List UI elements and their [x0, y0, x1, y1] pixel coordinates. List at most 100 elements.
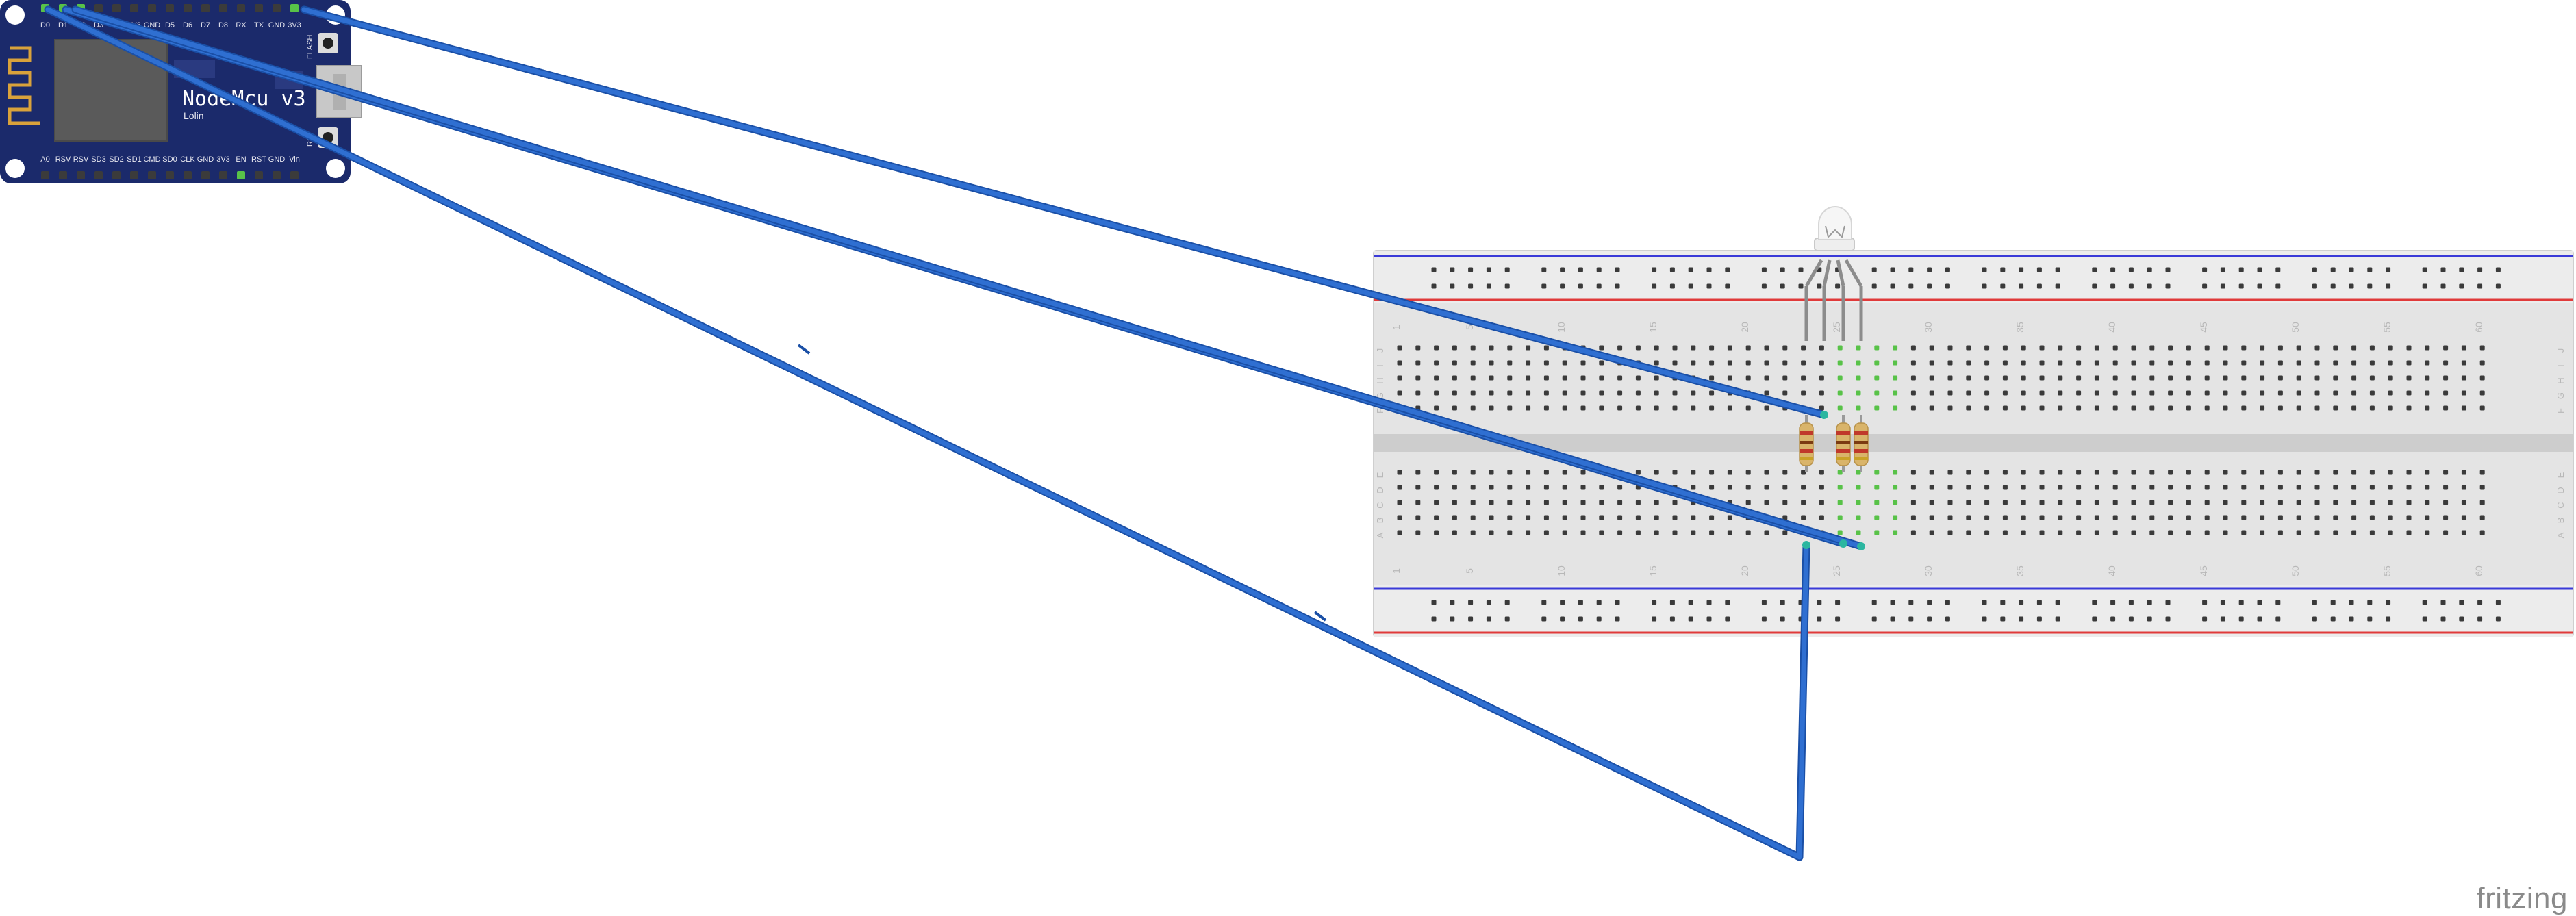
- breadboard-hole[interactable]: [2002, 500, 2008, 505]
- breadboard-hole[interactable]: [2094, 515, 2099, 520]
- rail-hole[interactable]: [2036, 616, 2042, 622]
- rail-hole[interactable]: [2330, 600, 2336, 605]
- rail-hole[interactable]: [1706, 616, 1712, 622]
- breadboard-hole[interactable]: [1745, 470, 1751, 475]
- breadboard-hole[interactable]: [1543, 345, 1549, 351]
- breadboard-hole[interactable]: [1489, 500, 1494, 505]
- breadboard-hole[interactable]: [1910, 375, 1916, 381]
- rail-hole[interactable]: [2238, 600, 2244, 605]
- breadboard-hole[interactable]: [2333, 360, 2338, 366]
- breadboard-hole[interactable]: [2131, 530, 2136, 535]
- breadboard-hole[interactable]: [1947, 500, 1953, 505]
- breadboard-hole[interactable]: [2241, 360, 2247, 366]
- breadboard-hole[interactable]: [2296, 515, 2301, 520]
- breadboard-hole[interactable]: [1617, 485, 1623, 490]
- breadboard-hole[interactable]: [2388, 530, 2393, 535]
- breadboard-hole[interactable]: [1727, 530, 1732, 535]
- header-pin[interactable]: [219, 171, 227, 179]
- breadboard-hole[interactable]: [1599, 390, 1604, 396]
- breadboard-hole[interactable]: [2388, 405, 2393, 411]
- breadboard-hole[interactable]: [2112, 345, 2118, 351]
- breadboard-hole[interactable]: [1397, 345, 1402, 351]
- breadboard-hole[interactable]: [1507, 530, 1513, 535]
- header-pin[interactable]: [255, 4, 263, 12]
- breadboard-hole[interactable]: [2314, 500, 2320, 505]
- breadboard-hole[interactable]: [2241, 390, 2247, 396]
- breadboard-hole[interactable]: [1434, 375, 1439, 381]
- breadboard-hole[interactable]: [2406, 485, 2412, 490]
- rail-hole[interactable]: [2312, 283, 2317, 289]
- rail-hole[interactable]: [1596, 267, 1602, 272]
- breadboard-hole[interactable]: [1543, 375, 1549, 381]
- breadboard-hole[interactable]: [2094, 360, 2099, 366]
- breadboard-hole[interactable]: [2333, 530, 2338, 535]
- breadboard-hole[interactable]: [2112, 530, 2118, 535]
- breadboard-hole[interactable]: [2296, 390, 2301, 396]
- breadboard-hole[interactable]: [2277, 360, 2283, 366]
- breadboard-hole[interactable]: [2443, 390, 2449, 396]
- breadboard-hole[interactable]: [2039, 470, 2045, 475]
- rail-hole[interactable]: [2238, 267, 2244, 272]
- breadboard-hole[interactable]: [2443, 485, 2449, 490]
- breadboard-hole[interactable]: [2277, 470, 2283, 475]
- breadboard-hole[interactable]: [1691, 390, 1696, 396]
- breadboard-hole[interactable]: [1929, 470, 1934, 475]
- breadboard-hole[interactable]: [1709, 390, 1715, 396]
- breadboard-hole[interactable]: [1452, 390, 1457, 396]
- breadboard-hole[interactable]: [1856, 345, 1861, 351]
- breadboard-hole[interactable]: [1837, 485, 1843, 490]
- breadboard-hole[interactable]: [2333, 345, 2338, 351]
- rail-hole[interactable]: [2312, 600, 2317, 605]
- breadboard-hole[interactable]: [2094, 500, 2099, 505]
- header-pin[interactable]: [130, 171, 138, 179]
- breadboard-hole[interactable]: [1434, 530, 1439, 535]
- breadboard-hole[interactable]: [1856, 360, 1861, 366]
- breadboard-hole[interactable]: [2149, 530, 2155, 535]
- breadboard-hole[interactable]: [2168, 405, 2173, 411]
- rail-hole[interactable]: [1450, 283, 1455, 289]
- breadboard-hole[interactable]: [1966, 390, 1971, 396]
- breadboard-hole[interactable]: [2314, 375, 2320, 381]
- rail-hole[interactable]: [1669, 616, 1675, 622]
- rail-hole[interactable]: [1596, 283, 1602, 289]
- breadboard-hole[interactable]: [2241, 405, 2247, 411]
- breadboard-hole[interactable]: [2204, 405, 2210, 411]
- rail-hole[interactable]: [1431, 600, 1437, 605]
- breadboard-hole[interactable]: [1507, 470, 1513, 475]
- rail-hole[interactable]: [2110, 600, 2116, 605]
- breadboard-hole[interactable]: [1874, 375, 1880, 381]
- rail-hole[interactable]: [2349, 616, 2354, 622]
- header-pin[interactable]: [77, 171, 85, 179]
- rail-hole[interactable]: [2386, 267, 2391, 272]
- breadboard-hole[interactable]: [2241, 345, 2247, 351]
- rail-hole[interactable]: [2147, 267, 2152, 272]
- breadboard-hole[interactable]: [2223, 345, 2228, 351]
- rail-hole[interactable]: [1890, 283, 1895, 289]
- breadboard-hole[interactable]: [1745, 375, 1751, 381]
- breadboard-hole[interactable]: [1984, 405, 1990, 411]
- rail-hole[interactable]: [1706, 283, 1712, 289]
- rail-hole[interactable]: [2220, 616, 2225, 622]
- breadboard-hole[interactable]: [2277, 485, 2283, 490]
- rail-hole[interactable]: [2202, 267, 2208, 272]
- breadboard-hole[interactable]: [2094, 405, 2099, 411]
- breadboard-hole[interactable]: [1654, 375, 1659, 381]
- breadboard-hole[interactable]: [2186, 485, 2191, 490]
- breadboard-hole[interactable]: [1727, 405, 1732, 411]
- breadboard-hole[interactable]: [1526, 530, 1531, 535]
- breadboard-hole[interactable]: [2425, 405, 2430, 411]
- breadboard-hole[interactable]: [1929, 390, 1934, 396]
- rail-hole[interactable]: [2459, 616, 2464, 622]
- header-pin[interactable]: [184, 4, 192, 12]
- breadboard-hole[interactable]: [1984, 375, 1990, 381]
- rail-hole[interactable]: [1431, 283, 1437, 289]
- breadboard-hole[interactable]: [2094, 485, 2099, 490]
- rail-hole[interactable]: [1706, 267, 1712, 272]
- rail-hole[interactable]: [1908, 600, 1914, 605]
- breadboard-hole[interactable]: [2039, 515, 2045, 520]
- rail-hole[interactable]: [2495, 600, 2501, 605]
- breadboard-hole[interactable]: [2241, 470, 2247, 475]
- breadboard-hole[interactable]: [2479, 500, 2485, 505]
- breadboard-hole[interactable]: [1452, 515, 1457, 520]
- breadboard-hole[interactable]: [1910, 500, 1916, 505]
